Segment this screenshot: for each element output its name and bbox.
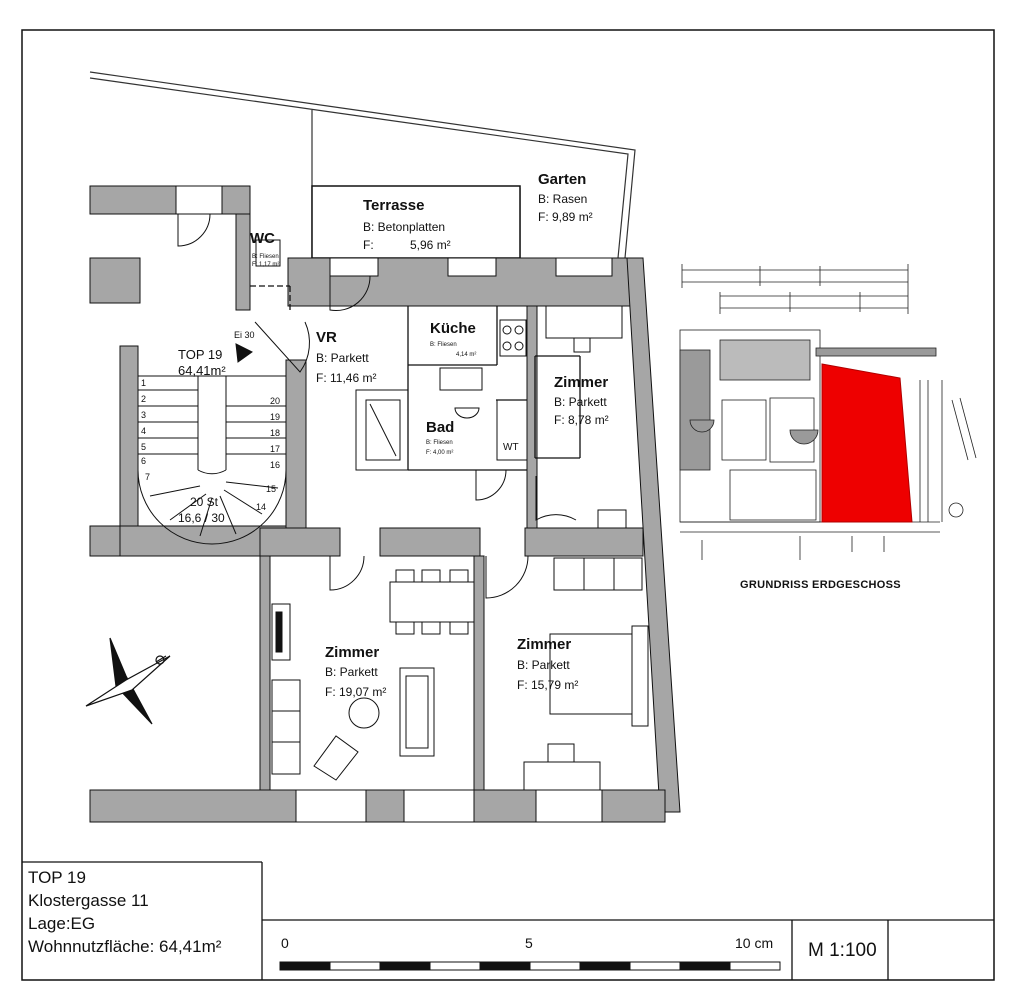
zimmer-small-name: Zimmer — [554, 374, 608, 391]
title-block — [22, 861, 994, 980]
garten-name: Garten — [538, 171, 586, 188]
terrasse-name: Terrasse — [363, 197, 424, 214]
stair-num: 6 — [141, 456, 146, 466]
info-area: Wohnnutzfläche: 64,41m² — [28, 937, 222, 956]
kitchen-fittings — [439, 319, 528, 461]
info-address: Klostergasse 11 — [28, 891, 149, 910]
vr-name: VR — [316, 329, 337, 346]
stair-num: 4 — [141, 426, 146, 436]
wc-floor: B: Fliesen — [252, 254, 279, 260]
wt-label: WT — [503, 442, 519, 453]
terrasse-area-value: 5,96 m² — [410, 238, 451, 252]
stair-count: 20 St — [190, 495, 219, 509]
scale-bar — [279, 961, 781, 971]
scale-ratio: M 1:100 — [808, 940, 877, 961]
zimmer-bed-name: Zimmer — [517, 636, 571, 653]
terrasse-floor: B: Betonplatten — [363, 220, 445, 234]
bath-fittings — [255, 239, 480, 461]
walls — [89, 185, 681, 823]
bad-area: F: 4,00 m² — [426, 450, 453, 456]
overview-title: GRUNDRISS ERDGESCHOSS — [740, 579, 901, 591]
zimmer-small-area: F: 8,78 m² — [554, 413, 609, 427]
compass-icon — [85, 637, 171, 725]
room-labels: Terrasse B: Betonplatten F: 5,96 m² Gart… — [178, 171, 609, 699]
stair-num: 1 — [141, 378, 146, 388]
title-info-block: TOP 19 Klostergasse 11 Lage:EG Wohnnutzf… — [28, 866, 221, 958]
stair-num: 17 — [270, 444, 280, 454]
scale-right: 10 cm — [735, 935, 774, 951]
stair-num: 19 — [270, 412, 280, 422]
terrasse-area — [311, 185, 521, 259]
garten-floor: B: Rasen — [538, 192, 587, 206]
stair-num: 16 — [270, 460, 280, 470]
living-furniture — [271, 569, 475, 781]
stair-numbers: 1 2 3 4 5 6 7 20 19 18 17 16 15 14 — [141, 378, 280, 512]
stair-ratio: 16,6 / 30 — [178, 511, 225, 525]
zimmer-bed-area: F: 15,79 m² — [517, 678, 578, 692]
scale-left: 0 — [281, 935, 289, 951]
info-unit: TOP 19 — [28, 868, 86, 887]
stair-num: 14 — [256, 502, 266, 512]
stair-num: 20 — [270, 396, 280, 406]
partitions — [250, 285, 581, 471]
stair-num: 15 — [266, 484, 276, 494]
wc-name: WC — [250, 230, 275, 247]
stair-num: 2 — [141, 394, 146, 404]
terrasse-area-label: F: — [363, 238, 374, 252]
bad-floor: B: Fliesen — [426, 440, 453, 446]
stair-num: 5 — [141, 442, 146, 452]
zimmer-living-area: F: 19,07 m² — [325, 685, 386, 699]
overview-highlight-unit — [821, 363, 913, 523]
scale-mid: 5 — [525, 935, 533, 951]
stair-num: 7 — [145, 472, 150, 482]
wc-area: F: 1,17 m² — [252, 262, 279, 268]
spiral-staircase — [137, 343, 287, 545]
zimmer-living-floor: B: Parkett — [325, 665, 378, 679]
stair-num: 18 — [270, 428, 280, 438]
overview-plan — [679, 264, 977, 560]
bad-name: Bad — [426, 419, 454, 436]
zimmer-bed-floor: B: Parkett — [517, 658, 570, 672]
zimmer-living-name: Zimmer — [325, 644, 379, 661]
kueche-area: 4,14 m² — [456, 352, 476, 358]
door-swings — [177, 213, 577, 599]
stair-num: 3 — [141, 410, 146, 420]
garten-area: F: 9,89 m² — [538, 210, 593, 224]
desk-furniture — [545, 305, 627, 529]
ei-label: Ei 30 — [234, 330, 255, 340]
kueche-floor: B: Fliesen — [430, 342, 457, 348]
vr-area: F: 11,46 m² — [316, 371, 376, 385]
zimmer-small-floor: B: Parkett — [554, 395, 607, 409]
info-floor: Lage:EG — [28, 914, 96, 933]
top-area: 64,41m² — [178, 363, 226, 378]
windows — [175, 185, 613, 823]
top-name: TOP 19 — [178, 347, 222, 362]
bedroom-furniture — [523, 557, 649, 791]
kueche-name: Küche — [430, 320, 476, 337]
vr-floor: B: Parkett — [316, 351, 369, 365]
